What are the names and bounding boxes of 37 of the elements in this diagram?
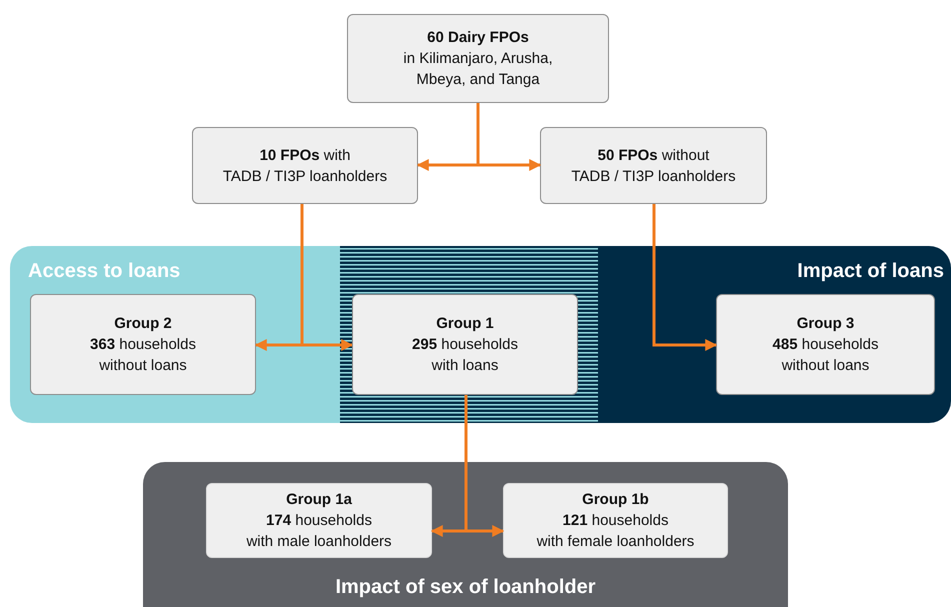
- group-box: [716, 294, 935, 395]
- band-title: Impact of sex of loanholder: [334, 576, 597, 599]
- box-text: without loans: [99, 356, 187, 376]
- box-text: 295 households: [412, 335, 518, 355]
- box-text: 121 households: [562, 511, 668, 531]
- arrow: [476, 103, 542, 171]
- arrow: [652, 204, 718, 351]
- box-text: with male loanholders: [246, 532, 392, 552]
- group-box: [192, 127, 418, 204]
- box-heading: 60 Dairy FPOs: [427, 28, 529, 48]
- group-box: [540, 127, 767, 204]
- group-box: [503, 483, 728, 558]
- box-heading: Group 2: [114, 314, 172, 334]
- band-title: Impact of loans: [797, 260, 944, 283]
- group-box: [352, 294, 578, 395]
- box-text: 174 households: [266, 511, 372, 531]
- box-text: without loans: [782, 356, 870, 376]
- group-box: [206, 483, 432, 558]
- box-heading: Group 1b: [582, 490, 649, 510]
- box-text: TADB / TI3P loanholders: [222, 166, 388, 186]
- band-title: Access to loans: [28, 260, 180, 283]
- box-text: with female loanholders: [536, 532, 694, 552]
- box-heading: 10 FPOs with: [260, 146, 350, 166]
- group-band: [143, 462, 788, 607]
- box-heading: Group 1a: [286, 490, 352, 510]
- group-band: [10, 246, 340, 423]
- box-text: 363 households: [90, 335, 196, 355]
- box-text: 485 households: [772, 335, 878, 355]
- group-box: [347, 14, 609, 103]
- box-heading: Group 1: [436, 314, 494, 334]
- group-box: [30, 294, 256, 395]
- box-text: TADB / TI3P loanholders: [571, 166, 736, 186]
- group-band: [598, 246, 951, 423]
- box-text: with loans: [432, 356, 498, 376]
- box-heading: 50 FPOs without: [598, 146, 710, 166]
- box-text: in Kilimanjaro, Arusha, Mbeya, and Tanga: [402, 49, 554, 90]
- box-heading: Group 3: [796, 314, 854, 334]
